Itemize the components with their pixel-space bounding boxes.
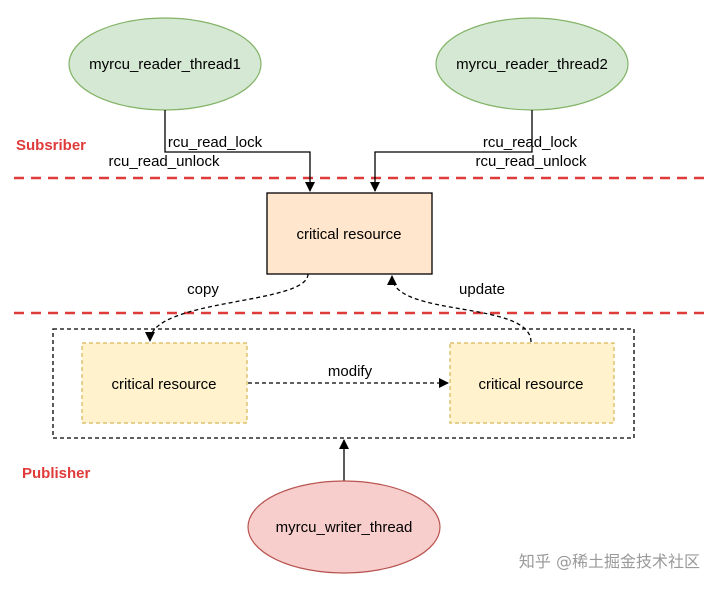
update-label: update — [459, 281, 505, 298]
copy-resource-left-box — [81, 342, 248, 424]
reader-1-lock-label: rcu_read_lock — [168, 134, 263, 151]
writer-thread-node — [247, 480, 441, 574]
copy-label: copy — [187, 281, 219, 298]
critical-resource-label: critical resource — [296, 226, 401, 243]
copy-resource-right-label: critical resource — [478, 376, 583, 393]
subscriber-label: Subsriber — [16, 137, 86, 154]
publisher-container — [52, 328, 635, 439]
reader-thread-2-label: myrcu_reader_thread2 — [456, 56, 608, 73]
reader-thread-1-label: myrcu_reader_thread1 — [89, 56, 241, 73]
modify-label: modify — [328, 363, 373, 380]
reader-2-lock-label: rcu_read_lock — [483, 134, 578, 151]
watermark-text: 知乎 @稀土掘金技术社区 — [519, 552, 700, 571]
publisher-label: Publisher — [22, 465, 91, 482]
copy-resource-right-box — [449, 342, 615, 424]
copy-edge — [145, 273, 309, 342]
reader-2-edge — [370, 110, 533, 192]
reader-2-unlock-label: rcu_read_unlock — [476, 153, 587, 170]
reader-1-unlock-label: rcu_read_unlock — [109, 153, 220, 170]
reader-1-edge — [164, 110, 315, 192]
writer-thread-label: myrcu_writer_thread — [276, 519, 413, 536]
critical-resource-box — [266, 192, 433, 275]
copy-resource-left-label: critical resource — [111, 376, 216, 393]
